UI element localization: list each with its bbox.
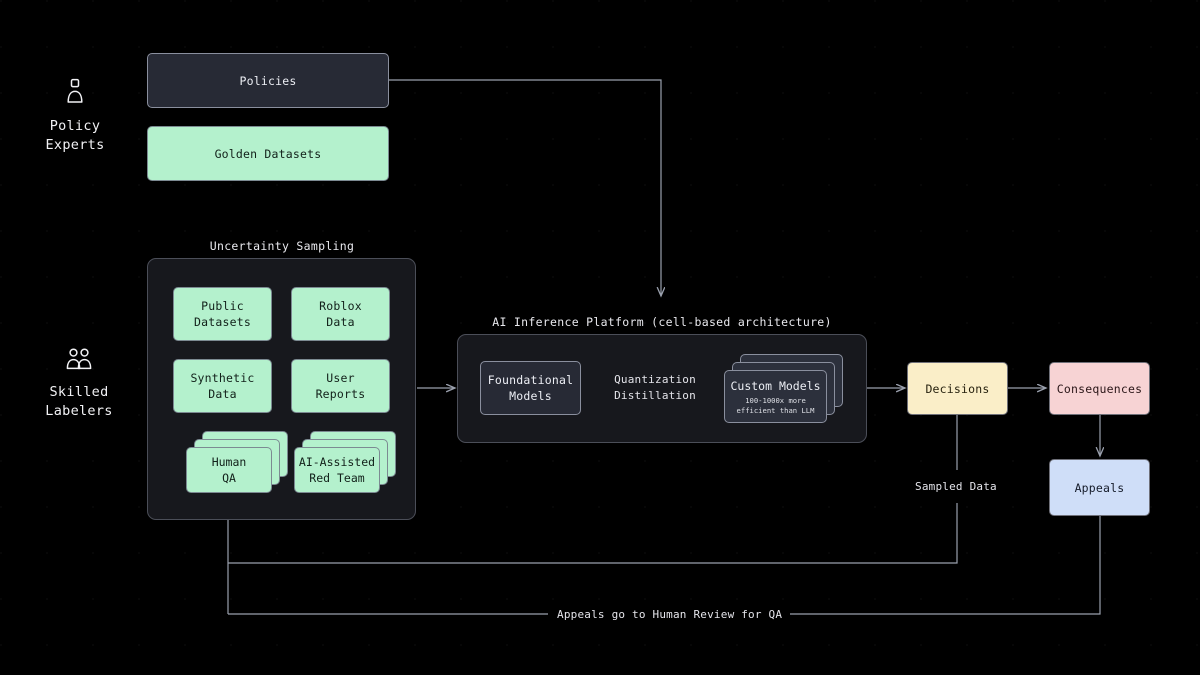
red-team-card-front: AI-Assisted Red Team [294,447,380,493]
platform-group-title: AI Inference Platform (cell-based archit… [492,315,832,329]
node-custom-models[interactable]: Custom Models 100-1000x more efficient t… [724,354,846,423]
node-decisions[interactable]: Decisions [907,362,1008,415]
single-person-icon [24,78,126,110]
node-roblox-data-label: Roblox Data [319,299,362,329]
two-people-icon [28,348,130,376]
edge-appeals-route-right [790,516,1101,615]
node-custom-models-label: Custom Models [730,379,821,393]
edge-policies-to-platform [389,79,661,296]
human-qa-card-front: Human QA [186,447,272,493]
node-synthetic-data[interactable]: Synthetic Data [173,359,272,413]
actor-skilled-labelers: Skilled Labelers [28,348,130,421]
node-synthetic-data-label: Synthetic Data [190,371,255,401]
edge-label-appeals-human-review: Appeals go to Human Review for QA [551,607,789,623]
node-policies-label: Policies [239,73,297,88]
node-consequences[interactable]: Consequences [1049,362,1150,415]
node-consequences-label: Consequences [1056,381,1143,396]
edge-sampled-data-route [228,503,958,564]
node-decisions-label: Decisions [925,381,990,396]
node-golden-datasets-label: Golden Datasets [214,146,322,161]
node-foundational-models-label: Foundational Models [487,373,574,403]
node-foundational-models[interactable]: Foundational Models [480,361,581,415]
node-policies[interactable]: Policies [147,53,389,108]
actor-skilled-labelers-label: Skilled Labelers [45,384,113,419]
node-ai-assisted-red-team-label: AI-Assisted Red Team [298,455,376,485]
edge-label-quantization-distillation: Quantization Distillation [614,373,696,402]
node-appeals[interactable]: Appeals [1049,459,1150,516]
node-public-datasets[interactable]: Public Datasets [173,287,272,341]
node-user-reports-label: User Reports [315,371,366,401]
node-roblox-data[interactable]: Roblox Data [291,287,390,341]
actor-policy-experts-label: Policy Experts [45,118,105,153]
node-appeals-label: Appeals [1074,480,1125,495]
node-custom-models-sublabel: 100-1000x more efficient than LLM [736,396,815,415]
node-ai-assisted-red-team[interactable]: AI-Assisted Red Team [294,431,396,493]
edge-label-sampled-data: Sampled Data [909,479,1003,495]
node-golden-datasets[interactable]: Golden Datasets [147,126,389,181]
node-human-qa[interactable]: Human QA [186,431,288,493]
uncertainty-sampling-title: Uncertainty Sampling [209,239,355,253]
node-human-qa-label: Human QA [211,455,247,485]
actor-policy-experts: Policy Experts [24,78,126,155]
node-user-reports[interactable]: User Reports [291,359,390,413]
custom-models-card-front: Custom Models 100-1000x more efficient t… [724,370,827,423]
node-public-datasets-label: Public Datasets [194,299,251,329]
